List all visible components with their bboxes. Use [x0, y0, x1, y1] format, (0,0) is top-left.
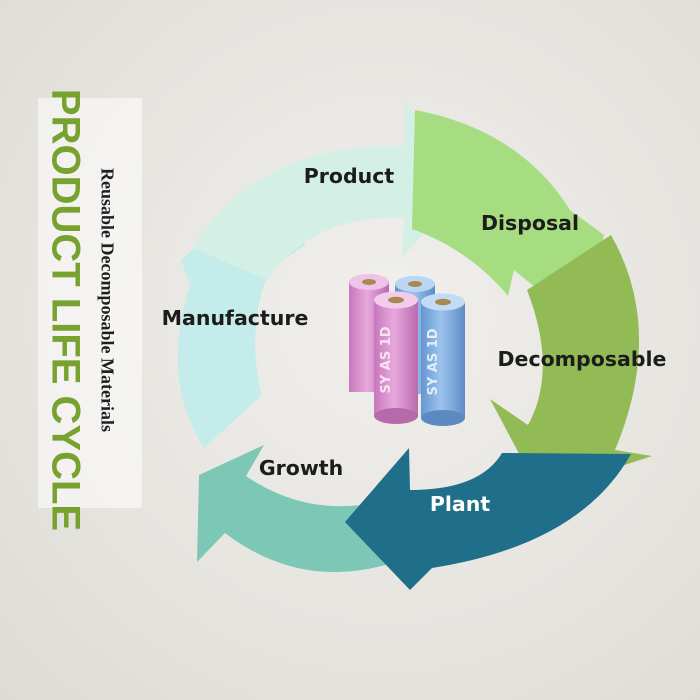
- roll-pink-front: SY AS 1D: [374, 291, 418, 424]
- stage-label-disposal: Disposal: [481, 211, 579, 235]
- roll-print-blue: SY AS 1D: [426, 328, 441, 395]
- arrow-plant: [345, 448, 631, 590]
- stage-label-growth: Growth: [259, 456, 343, 480]
- stage-label-product: Product: [304, 164, 395, 188]
- stage-label-decomposable: Decomposable: [498, 347, 667, 371]
- stage-label-plant: Plant: [430, 492, 490, 516]
- product-rolls-image: SY AS 1D SY AS 1D: [349, 274, 465, 426]
- stage-label-manufacture: Manufacture: [162, 306, 309, 330]
- arrow-decomposable: [490, 235, 652, 493]
- roll-print-pink: SY AS 1D: [379, 326, 394, 393]
- arrow-product: [192, 102, 472, 280]
- title-panel: [38, 98, 142, 508]
- roll-blue-front: SY AS 1D: [421, 293, 465, 426]
- arrow-growth: [197, 445, 389, 573]
